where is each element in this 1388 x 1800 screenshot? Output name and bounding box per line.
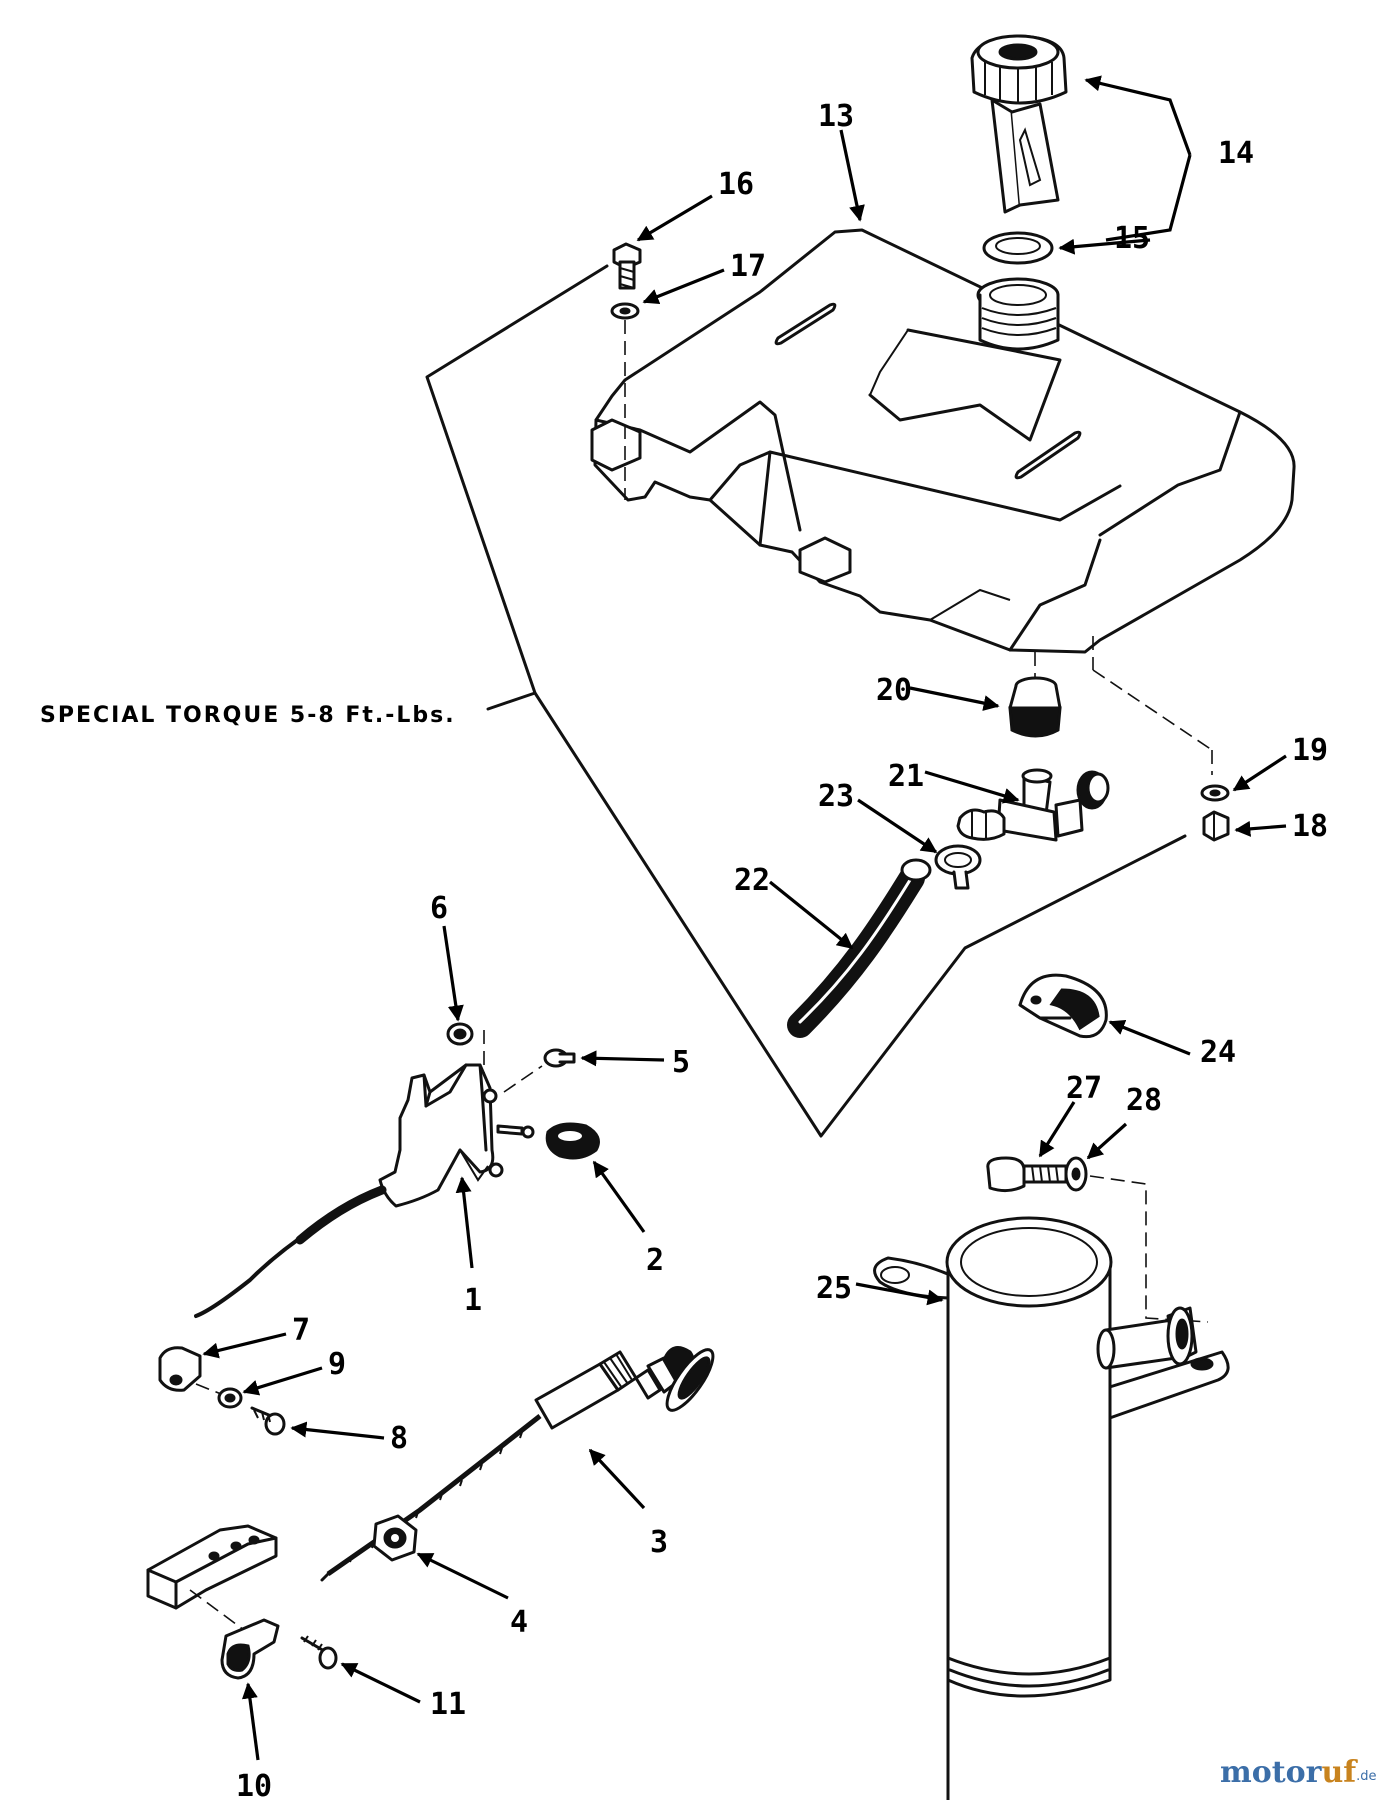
p-clamp-10 — [220, 1618, 280, 1680]
watermark-logo: motoruf.de — [1220, 1755, 1377, 1790]
filter-canister — [873, 1216, 1230, 1800]
callout-9: 9 — [328, 1347, 346, 1382]
callout-5: 5 — [672, 1045, 690, 1080]
svg-text:motoruf.de: motoruf.de — [1220, 1755, 1377, 1790]
callout-24: 24 — [1200, 1035, 1236, 1070]
callout-16: 16 — [718, 167, 754, 202]
choke-bracket — [378, 1063, 535, 1208]
tank-bushing — [1008, 676, 1062, 738]
callout-22: 22 — [734, 863, 770, 898]
shutoff-valve — [956, 768, 1110, 842]
cable-bracket-10 — [146, 1524, 278, 1610]
choke-control — [326, 1346, 715, 1577]
callout-18: 18 — [1292, 809, 1328, 844]
callout-13: 13 — [818, 99, 854, 134]
tank-bolt — [612, 242, 642, 290]
callout-25: 25 — [816, 1271, 852, 1306]
knob-2 — [545, 1122, 600, 1160]
callout-7: 7 — [292, 1313, 310, 1348]
callout-21: 21 — [888, 759, 924, 794]
callout-27: 27 — [1066, 1071, 1102, 1106]
washer-19 — [1200, 784, 1230, 802]
washer-28 — [1064, 1156, 1088, 1192]
callout-4: 4 — [510, 1605, 528, 1640]
screw-8 — [250, 1406, 286, 1436]
tank-washer — [610, 302, 640, 320]
hex-nut-4 — [372, 1514, 418, 1562]
callout-28: 28 — [1126, 1083, 1162, 1118]
callout-8: 8 — [390, 1421, 408, 1456]
washer-9 — [217, 1387, 243, 1409]
fuel-cap-gauge — [970, 34, 1068, 214]
callout-labels: 13 14 15 16 17 20 21 23 22 19 18 24 27 2… — [236, 99, 1328, 1800]
hose-clamp — [934, 844, 982, 890]
callout-19: 19 — [1292, 733, 1328, 768]
p-clamp-24 — [1018, 973, 1108, 1039]
callout-6: 6 — [430, 891, 448, 926]
screw-11 — [300, 1635, 338, 1670]
cable-tip — [320, 1572, 330, 1582]
callout-15: 15 — [1114, 221, 1150, 256]
nut-18 — [1202, 810, 1230, 842]
nut-6 — [446, 1022, 474, 1046]
callout-10: 10 — [236, 1769, 272, 1800]
fuel-tank — [590, 228, 1296, 654]
callout-17: 17 — [730, 249, 766, 284]
callout-1: 1 — [464, 1283, 482, 1318]
cable-clip-7 — [158, 1346, 202, 1392]
callout-11: 11 — [430, 1687, 466, 1722]
special-torque-note: SPECIAL TORQUE 5-8 Ft.-Lbs. — [40, 703, 456, 728]
callout-3: 3 — [650, 1525, 668, 1560]
callout-2: 2 — [646, 1243, 664, 1278]
fuel-hose — [787, 858, 932, 1038]
cap-gasket — [982, 231, 1054, 265]
callout-20: 20 — [876, 673, 912, 708]
leader-lines — [202, 75, 1287, 1761]
choke-cable-wire — [194, 1185, 387, 1318]
torque-bracket — [425, 264, 1187, 1138]
screw-5 — [543, 1048, 576, 1068]
callout-14: 14 — [1218, 136, 1254, 171]
cap-screw-27 — [986, 1156, 1068, 1193]
callout-23: 23 — [818, 779, 854, 814]
